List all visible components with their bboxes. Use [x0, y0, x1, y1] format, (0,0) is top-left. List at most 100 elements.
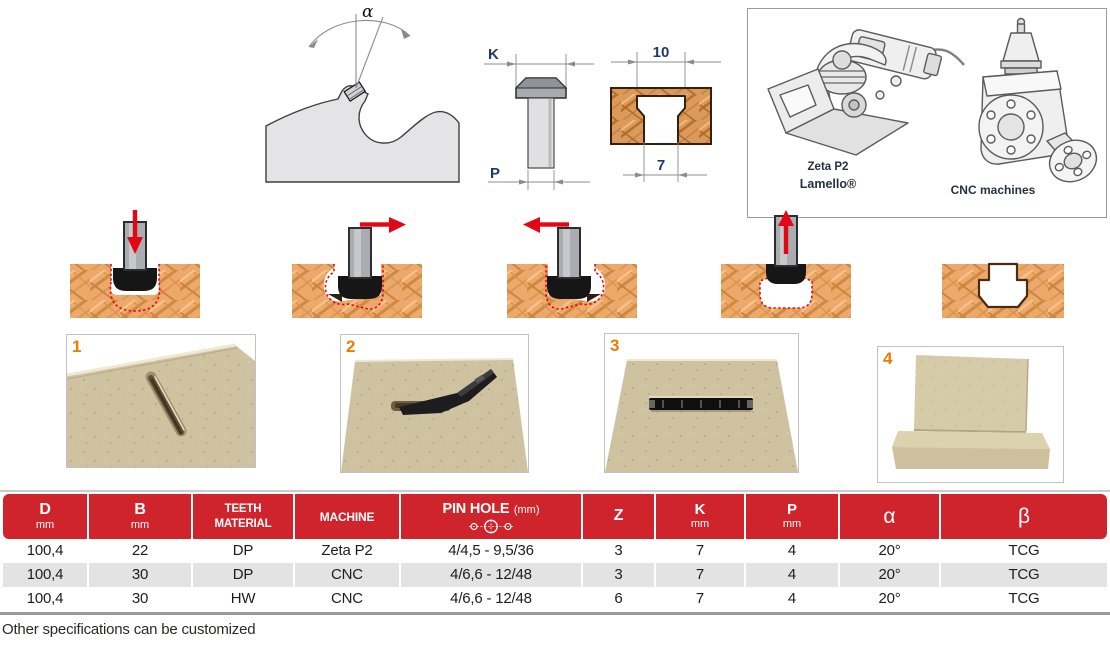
cutter-head — [338, 276, 382, 299]
base-front-face — [892, 447, 1050, 469]
carbide-tip — [343, 81, 367, 102]
photo-number: 2 — [346, 337, 356, 356]
adjust-wheel-hub — [848, 99, 860, 111]
spec-cell: TCG — [941, 563, 1107, 587]
bolt-hole — [1026, 134, 1036, 144]
cutter-head-top — [514, 77, 568, 89]
arc-arrowhead-left — [309, 39, 318, 48]
spec-cell: 7 — [656, 587, 744, 611]
blade-flange-disc — [1048, 139, 1098, 183]
clip-segments — [662, 400, 740, 408]
header-b-unit: mm — [130, 518, 150, 531]
photo-2-clip-insertion — [341, 358, 528, 472]
left-arrow — [523, 217, 569, 233]
spec-cell: 20° — [840, 587, 939, 611]
taper-flange — [1000, 60, 1042, 69]
spec-cell: 3 — [583, 563, 654, 587]
joint-shadow — [913, 429, 1027, 433]
spec-cell: HW — [193, 587, 293, 611]
k-arrow-right — [566, 61, 575, 67]
header-pinhole-unit: (mm) — [513, 503, 540, 516]
right-arrow — [360, 217, 406, 233]
column-header-pin-hole: PIN HOLE (mm) — [401, 494, 581, 539]
photo-number: 1 — [72, 337, 82, 356]
cutting-step-1-plunge-diagram — [70, 210, 200, 318]
table-bottom-divider — [0, 612, 1110, 615]
future-profile-outline — [324, 264, 384, 310]
process-photo-3: 3 — [604, 333, 799, 473]
shank-highlight — [563, 229, 570, 277]
vertical-panel — [914, 355, 1028, 431]
photo-number: 3 — [610, 336, 620, 355]
header-z-label: Z — [613, 507, 624, 525]
header-alpha-label: α — [883, 504, 896, 528]
k-label: K — [488, 46, 499, 63]
spec-cell: 4 — [746, 587, 838, 611]
column-header-beta: β — [941, 494, 1107, 539]
future-profile-outline — [109, 264, 161, 312]
future-profile-outline — [545, 264, 605, 310]
up-arrow — [778, 210, 794, 254]
machine1-brand-label: Lamello® — [799, 177, 857, 191]
base-top-face — [892, 431, 1050, 449]
process-photo-4: 4 — [877, 346, 1064, 483]
p-extension-lines — [527, 170, 555, 190]
spec-cell: 4 — [746, 539, 838, 563]
down-arrow — [127, 210, 143, 254]
spec-cell: 20° — [840, 563, 939, 587]
knob — [890, 75, 902, 87]
mdf-board — [605, 360, 798, 472]
mdf-board — [341, 359, 528, 472]
spec-cell: 4/6,6 - 12/48 — [401, 563, 581, 587]
bolt-hole — [1006, 99, 1016, 109]
groove-bottom-width-label: 7 — [657, 157, 665, 174]
clip-top-face — [457, 369, 494, 397]
cutter-head — [766, 264, 806, 284]
cnc-machine-illustration — [978, 17, 1098, 183]
connector-clip — [399, 369, 497, 415]
spec-cell: 7 — [656, 563, 744, 587]
spec-cell: 30 — [89, 587, 191, 611]
cutter-profile-diagram: K P — [484, 46, 594, 190]
body-top-face — [982, 70, 1062, 97]
header-machine-label: MACHINE — [319, 509, 375, 524]
spec-cell: CNC — [295, 563, 399, 587]
header-k-label: K — [694, 501, 706, 519]
width7-arrow-right — [678, 172, 687, 178]
k-arrow-left — [507, 61, 516, 67]
base-plate — [785, 108, 909, 156]
header-p-label: P — [786, 501, 797, 519]
slot-end-left — [649, 400, 655, 408]
spec-cell: 4 — [746, 563, 838, 587]
cutting-step-2-move-right-diagram — [292, 217, 422, 318]
spec-cell: 30 — [89, 563, 191, 587]
spec-cell: DP — [193, 563, 293, 587]
spindle-center — [997, 113, 1025, 141]
arc-arrowhead-right — [401, 29, 410, 39]
column-header-machine: MACHINE — [295, 494, 399, 539]
spec-cell: 100,4 — [3, 563, 87, 587]
header-d-unit: mm — [35, 518, 55, 531]
fence-window — [779, 84, 817, 118]
column-header-z: Z — [583, 494, 654, 539]
shank-highlight — [354, 229, 361, 277]
bolt-hole — [1026, 110, 1036, 120]
header-pinhole-label: PIN HOLE — [442, 500, 510, 517]
bolt-hole — [986, 134, 996, 144]
knob-small — [875, 90, 885, 100]
process-photo-1: 1 — [66, 334, 256, 468]
cut-shadow — [587, 294, 601, 302]
board-edge-line — [67, 347, 238, 380]
photo-number: 4 — [883, 349, 893, 368]
table-row: 100,4 30 DP CNC 4/6,6 - 12/48 3 7 4 20° … — [3, 563, 1107, 587]
cutting-step-3-move-left-diagram — [507, 217, 637, 318]
compatible-machines-panel: Zeta P2 Lamello® CNC machines — [747, 8, 1107, 218]
width10-arrow-right — [685, 59, 694, 65]
spec-cell: DP — [193, 539, 293, 563]
